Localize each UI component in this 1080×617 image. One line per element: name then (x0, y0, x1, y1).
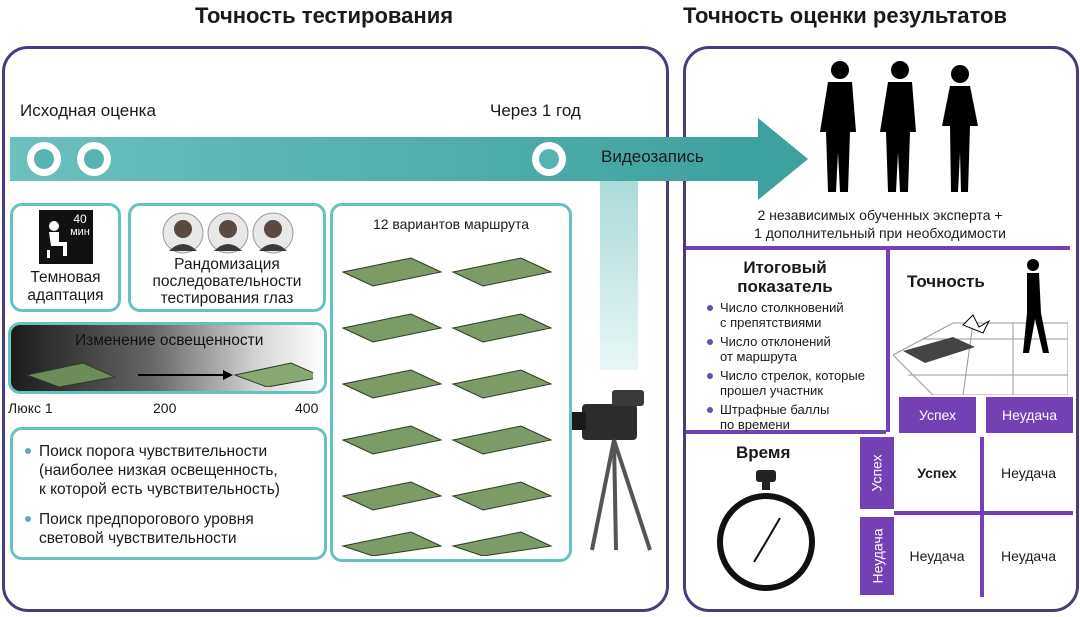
matrix-cell-success-success: Успех (917, 465, 957, 481)
threshold-item-2: Поиск предпорогового уровня световой чув… (23, 510, 318, 548)
dark-adaptation-label-1: Темновая (30, 269, 101, 286)
matrix-row-fail: Неудача (869, 528, 886, 584)
final-score-item-4-line-1: Штрафные баллы (720, 402, 830, 417)
threshold-item-1-line-2: (наиболее низкая освещенность, (39, 462, 278, 479)
matrix-row-success-cell: Успех (860, 437, 894, 509)
final-score-title-2: показатель (737, 277, 833, 296)
final-score-title-1: Итоговый (743, 258, 827, 277)
final-score-item-2: Число отклонений от маршрута (706, 334, 886, 364)
clock-value: 40 (73, 212, 87, 226)
randomization-box: Рандомизация последовательности тестиров… (128, 203, 326, 312)
final-score-item-1: Число столкновений с препятствиями (706, 300, 886, 330)
final-score-item-3-line-1: Число стрелок, которые (720, 368, 865, 383)
matrix-col-success: Успех (899, 397, 976, 433)
experts-line-1: 2 независимых обученных эксперта + (757, 207, 1003, 223)
lighting-route-graphic (25, 362, 313, 387)
threshold-item-2-line-2: световой чувствительности (39, 530, 237, 547)
randomization-label-3: тестирования глаз (160, 290, 294, 307)
matrix-divider-h (894, 511, 1073, 515)
final-score-list: Число столкновений с препятствиями Число… (706, 300, 886, 436)
final-score-title: Итоговый показатель (700, 258, 870, 296)
stopwatch-icon (717, 470, 815, 591)
matrix-col-fail: Неудача (986, 397, 1073, 433)
threshold-item-1-line-1: Поиск порога чувствительности (23, 442, 318, 461)
title-result-accuracy: Точность оценки результатов (683, 3, 1007, 28)
divider-mid (686, 430, 886, 434)
threshold-item-2-line-1: Поиск предпорогового уровня (23, 510, 318, 529)
routes-title: 12 вариантов маршрута (372, 216, 530, 232)
threshold-item-1: Поиск порога чувствительности (наиболее … (23, 442, 318, 499)
randomization-label-1: Рандомизация (174, 256, 280, 273)
matrix-cell-fail-fail: Неудача (1000, 548, 1056, 564)
time-title: Время (736, 443, 791, 462)
matrix-divider-v (980, 437, 984, 597)
randomization-label-2: последовательности (152, 273, 302, 290)
matrix-row-fail-cell: Неудача (860, 517, 894, 595)
routes-box: 12 вариантов маршрута (330, 203, 572, 562)
matrix-cell-fail-success: Неудача (909, 548, 965, 564)
final-score-item-2-line-1: Число отклонений (720, 334, 831, 349)
final-score-item-4: Штрафные баллы по времени (706, 402, 886, 432)
video-label: Видеозапись (601, 147, 704, 166)
experts-line-2: 1 дополнительный при необходимости (754, 225, 1006, 241)
title-test-accuracy: Точность тестирования (195, 3, 454, 28)
lux-mid-label: 200 (153, 400, 177, 416)
threshold-item-1-line-3: к которой есть чувствительность) (39, 481, 280, 498)
final-score-item-2-line-2: от маршрута (720, 349, 797, 364)
lux-min-label: Люкс 1 (8, 400, 53, 416)
baseline-label: Исходная оценка (20, 101, 156, 120)
matrix-row-success: Успех (869, 454, 885, 492)
timeline-arrow (10, 118, 808, 370)
threshold-box: Поиск порога чувствительности (наиболее … (10, 427, 327, 560)
divider-top (686, 246, 1070, 250)
participant-faces-icon (162, 212, 294, 254)
timepoint-baseline-1 (27, 142, 61, 176)
final-score-item-1-line-1: Число столкновений (720, 300, 844, 315)
matrix-cell-success-fail: Неудача (1000, 465, 1056, 481)
route-variants-grid (341, 257, 553, 556)
lighting-title: Изменение освещенности (75, 332, 264, 349)
dark-adaptation-label-2: адаптация (27, 287, 104, 304)
walking-obstacle-icon (893, 259, 1068, 395)
clock-person-icon (39, 210, 93, 264)
video-camera-icon (572, 390, 652, 551)
final-score-item-3: Число стрелок, которые прошел участник (706, 368, 886, 398)
timepoint-baseline-2 (77, 142, 111, 176)
final-score-item-1-line-2: с препятствиями (720, 315, 822, 330)
lux-max-label: 400 (295, 400, 319, 416)
dark-adaptation-box: 40 мин Темновая адаптация (10, 203, 121, 312)
timepoint-one-year (532, 142, 566, 176)
clock-unit: мин (70, 226, 90, 238)
final-score-item-3-line-2: прошел участник (720, 383, 824, 398)
final-score-item-4-line-2: по времени (720, 417, 790, 432)
lighting-change-box: Изменение освещенности (8, 322, 327, 394)
experts-silhouette-icon (820, 61, 978, 192)
accuracy-title: Точность (907, 272, 985, 291)
one-year-label: Через 1 год (490, 101, 581, 120)
divider-vertical (886, 248, 890, 432)
